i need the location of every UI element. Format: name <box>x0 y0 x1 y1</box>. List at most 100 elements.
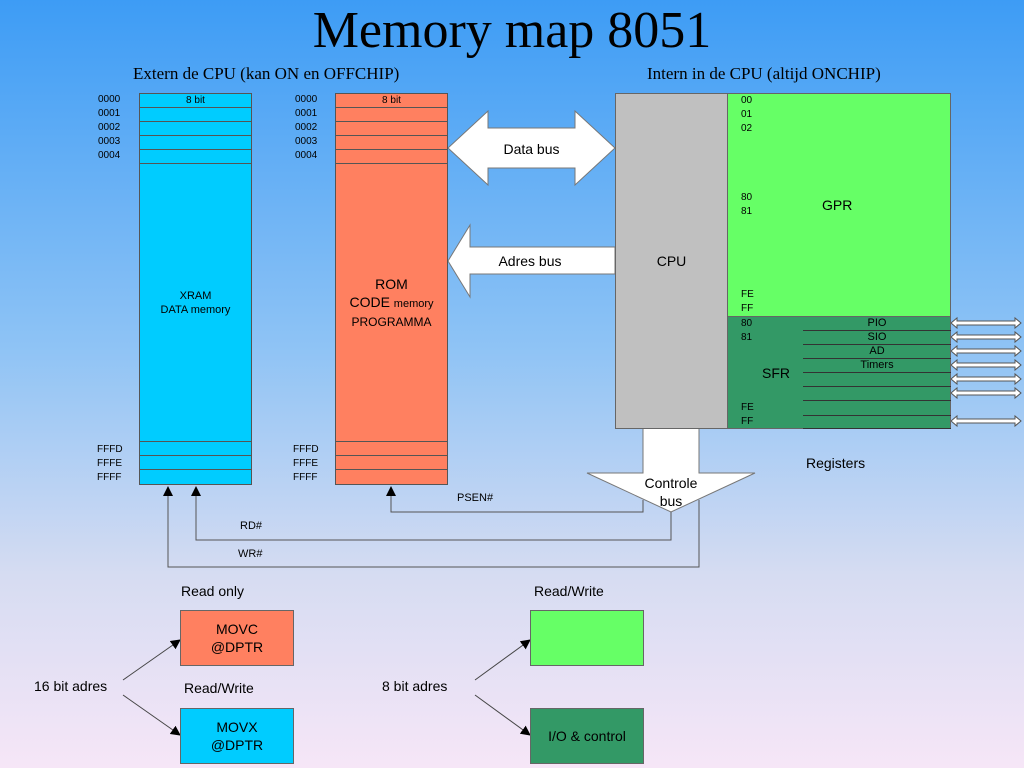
legend-arrow-movx <box>122 694 181 736</box>
sfr-address: 80 <box>741 318 753 329</box>
read-write-left-label: Read/Write <box>184 680 254 696</box>
xram-address: 0001 <box>98 108 121 119</box>
rom-cell <box>336 108 447 122</box>
sfr-row-ad: AD <box>803 345 951 359</box>
gpr-addresses-mid: 80 81 <box>741 191 752 219</box>
control-bus-label-line2: bus <box>659 493 683 509</box>
sfr-address: FF <box>741 416 754 427</box>
sfr-row-timers: Timers <box>803 359 951 373</box>
rom-address: 0004 <box>295 150 318 161</box>
rom-cell <box>336 136 447 150</box>
io-control-box: I/O & control <box>530 708 644 764</box>
gpr-address: FE <box>741 289 754 300</box>
rd-label: RD# <box>240 520 263 532</box>
legend-arrow-io <box>474 694 531 736</box>
gpr-address: 00 <box>741 95 753 106</box>
gpr-address: 80 <box>741 192 753 203</box>
data-bus-label: Data bus <box>503 141 560 157</box>
rom-program: PROGRAMMA <box>351 314 432 329</box>
xram-cell <box>140 442 251 456</box>
xram-addresses-top: 0000 0001 0002 0003 0004 <box>98 93 120 163</box>
xram-address: FFFF <box>97 472 122 483</box>
sfr-row <box>803 387 951 401</box>
sfr-io-arrows <box>950 316 1022 428</box>
xram-cell <box>140 122 251 136</box>
8-bit-address-label: 8 bit adres <box>382 678 448 694</box>
gpr-address: FF <box>741 303 754 314</box>
gpr-addresses-bottom: FE FF <box>741 288 754 316</box>
rom-cell <box>336 456 447 470</box>
xram-address: FFFE <box>97 458 122 469</box>
rom-cell <box>336 470 447 484</box>
movc-line2: @DPTR <box>210 639 264 655</box>
xram-address: 0004 <box>98 150 121 161</box>
xram-address: FFFD <box>97 444 123 455</box>
control-bus-arrow <box>586 427 756 513</box>
xram-cell <box>140 456 251 470</box>
xram-address: 0003 <box>98 136 121 147</box>
gpr-address: 02 <box>741 123 753 134</box>
xram-name: XRAM <box>179 289 212 302</box>
read-only-label: Read only <box>181 583 245 599</box>
xram-cell <box>140 108 251 122</box>
rd-line <box>191 486 672 541</box>
rom-body: ROM CODE memory PROGRAMMA <box>336 164 447 442</box>
rom-memory-block: 8 bit ROM CODE memory PROGRAMMA <box>335 93 448 485</box>
wr-line <box>163 486 700 568</box>
registers-label: Registers <box>806 455 866 471</box>
sfr-rows: PIO SIO AD Timers <box>803 317 951 429</box>
rom-code-line: CODE memory <box>336 293 447 313</box>
xram-addresses-bottom: FFFD FFFE FFFF <box>97 443 123 485</box>
sfr-row-sio: SIO <box>803 331 951 345</box>
rom-cell <box>336 122 447 136</box>
rom-address: 0000 <box>295 94 318 105</box>
external-heading: Extern de CPU (kan ON en OFFCHIP) <box>133 64 400 83</box>
gpr-label: GPR <box>822 197 853 213</box>
internal-heading: Intern in de CPU (altijd ONCHIP) <box>647 64 881 83</box>
xram-address: 0002 <box>98 122 121 133</box>
sfr-addresses-top: 80 81 <box>741 317 752 345</box>
xram-cell <box>140 470 251 484</box>
sfr-address: FE <box>741 402 754 413</box>
page-title: Memory map 8051 <box>312 2 712 59</box>
movx-line1: MOVX <box>216 719 258 735</box>
rom-address: FFFF <box>293 472 318 483</box>
control-bus-label: Controle bus <box>621 474 721 510</box>
xram-address: 0000 <box>98 94 121 105</box>
cpu-block: CPU <box>615 93 728 429</box>
movc-box: MOVC @DPTR <box>180 610 294 666</box>
read-write-right-label: Read/Write <box>534 583 604 599</box>
rom-code: CODE <box>349 293 390 310</box>
rom-addresses-top: 0000 0001 0002 0003 0004 <box>295 93 317 163</box>
gpr-block: 00 01 02 80 81 FE FF GPR <box>727 93 951 317</box>
rom-address: FFFE <box>293 458 318 469</box>
sfr-block: 80 81 FE FF SFR PIO SIO AD Timers <box>727 316 951 429</box>
rom-address: 0002 <box>295 122 318 133</box>
sfr-row <box>803 401 951 415</box>
rom-name: ROM <box>375 275 408 292</box>
gpr-address: 81 <box>741 206 753 217</box>
gpr-legend-box <box>530 610 644 666</box>
xram-cell <box>140 136 251 150</box>
rom-address: 0001 <box>295 108 318 119</box>
wr-label: WR# <box>238 548 263 560</box>
rom-addresses-bottom: FFFD FFFE FFFF <box>293 443 319 485</box>
xram-description: DATA memory <box>160 303 231 316</box>
xram-body: XRAM DATA memory <box>140 164 251 442</box>
sfr-address: 81 <box>741 332 753 343</box>
rom-address: FFFD <box>293 444 319 455</box>
address-bus-label: Adres bus <box>498 253 562 269</box>
sfr-row <box>803 373 951 387</box>
psen-line <box>386 486 644 513</box>
movc-line1: MOVC <box>216 621 258 637</box>
gpr-address: 01 <box>741 109 753 120</box>
sfr-row <box>803 415 951 429</box>
movx-line2: @DPTR <box>210 737 264 753</box>
xram-width-label: 8 bit <box>140 94 251 108</box>
sfr-addresses-bottom: FE FF <box>741 401 754 429</box>
rom-width-label: 8 bit <box>336 94 447 108</box>
io-control-label: I/O & control <box>548 728 626 744</box>
gpr-addresses-top: 00 01 02 <box>741 94 752 136</box>
cpu-label: CPU <box>656 253 687 269</box>
movx-box: MOVX @DPTR <box>180 708 294 764</box>
